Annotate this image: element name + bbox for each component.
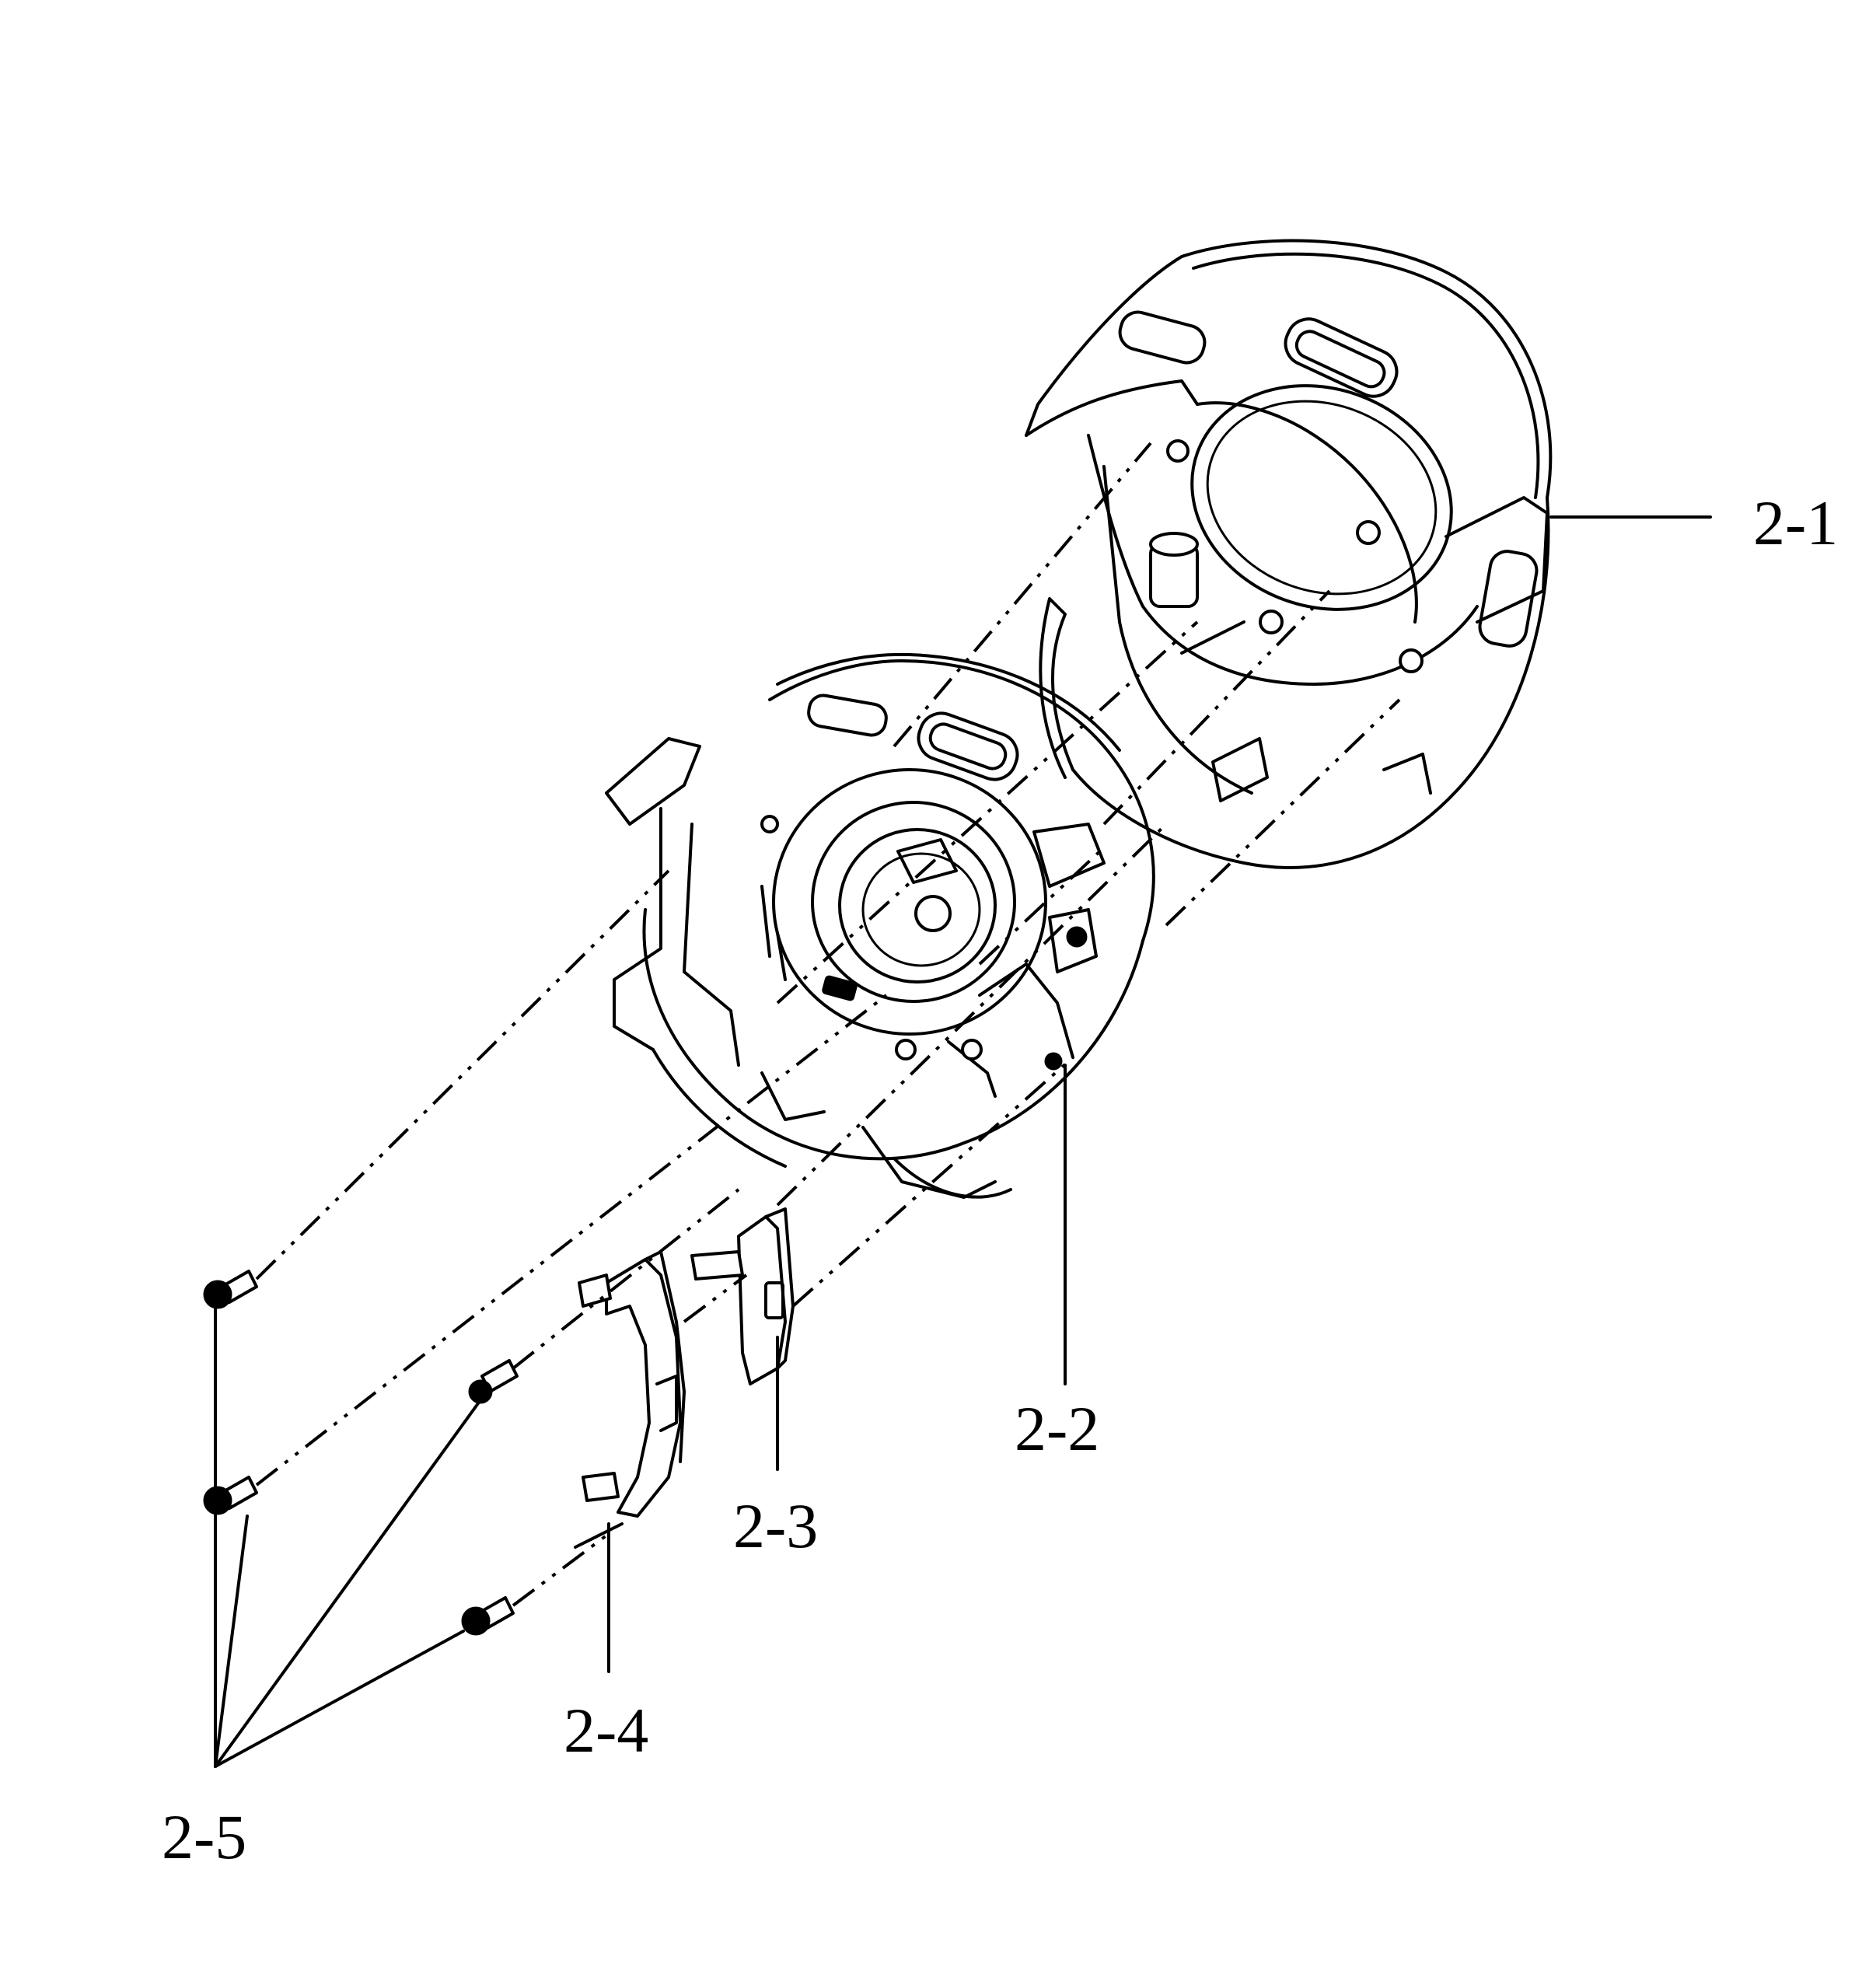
assembly-center-lines (255, 442, 1401, 1607)
part-2-1-outer-cover (1025, 239, 1553, 869)
screw-1 (203, 1270, 258, 1309)
leader-2-5-e (214, 1630, 465, 1768)
screw-3 (203, 1476, 258, 1515)
label-2-4: 2-4 (564, 1695, 648, 1766)
screw-4 (461, 1596, 515, 1636)
label-2-3: 2-3 (733, 1490, 818, 1561)
part-2-5-screws (203, 1270, 519, 1636)
internal-bosses (1149, 439, 1432, 802)
label-2-5: 2-5 (162, 1801, 246, 1872)
part-2-2-inner-frame (605, 652, 1155, 1199)
screw-2 (468, 1359, 519, 1404)
part-2-3-bracket (690, 1207, 795, 1385)
part-2-4-clip (574, 1250, 686, 1549)
label-2-2: 2-2 (1015, 1393, 1099, 1464)
vent-slots (1118, 310, 1539, 648)
leader-2-5-c (214, 1515, 249, 1768)
callout-labels: 2-1 2-2 2-3 2-4 2-5 (162, 487, 1838, 1872)
leader-lines (214, 515, 1712, 1768)
label-2-1: 2-1 (1753, 487, 1838, 558)
leader-2-5-d (214, 1402, 480, 1768)
